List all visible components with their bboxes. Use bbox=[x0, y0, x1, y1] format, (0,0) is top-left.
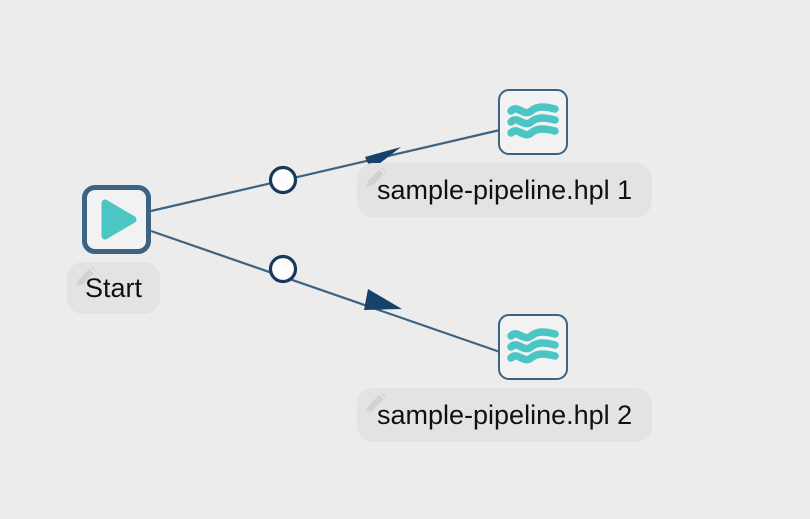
node-pipeline-1-label-text: sample-pipeline.hpl 1 bbox=[377, 174, 633, 205]
hop-arrowhead-icon bbox=[364, 289, 402, 310]
node-start-label[interactable]: Start bbox=[67, 262, 161, 314]
node-pipeline-1[interactable] bbox=[498, 89, 568, 155]
node-start[interactable] bbox=[82, 185, 151, 254]
node-pipeline-2[interactable] bbox=[498, 314, 568, 380]
node-start-label-text: Start bbox=[85, 272, 143, 303]
hop-midpoint-handle-icon[interactable] bbox=[268, 165, 298, 195]
pipeline-waves-icon bbox=[507, 103, 559, 139]
node-pipeline-1-label[interactable]: sample-pipeline.hpl 1 bbox=[357, 163, 653, 217]
hop-line[interactable] bbox=[150, 128, 501, 213]
pipeline-waves-icon bbox=[507, 328, 559, 364]
hop-midpoint-handle-icon[interactable] bbox=[268, 254, 298, 284]
node-pipeline-2-label-text: sample-pipeline.hpl 2 bbox=[377, 399, 633, 430]
node-pipeline-2-label[interactable]: sample-pipeline.hpl 2 bbox=[357, 388, 653, 442]
play-triangle-icon bbox=[101, 199, 136, 239]
hop-start-to-pipeline-2[interactable] bbox=[150, 229, 501, 354]
hop-line[interactable] bbox=[150, 229, 501, 354]
